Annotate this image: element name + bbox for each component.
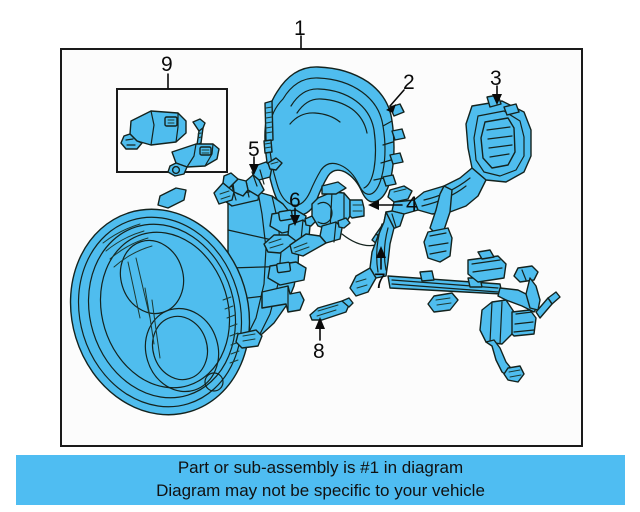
callout-label-8: 8	[313, 340, 325, 363]
part-main-headlamp-lens-assembly	[69, 181, 307, 416]
part-5-halogen-bulb	[213, 157, 283, 205]
part-3-wiring-harness	[349, 94, 561, 383]
part-8-mounting-screw	[309, 297, 354, 321]
callout-label-9: 9	[161, 53, 173, 76]
caption-line-2: Diagram may not be specific to your vehi…	[156, 481, 485, 500]
leader-2	[389, 89, 405, 107]
callout-label-5: 5	[248, 138, 260, 161]
callout-label-6: 6	[289, 189, 301, 212]
callout-label-4: 4	[406, 193, 418, 216]
caption-line-1: Part or sub-assembly is #1 in diagram	[177, 458, 464, 478]
caption-banner: Part or sub-assembly is #1 in diagram Di…	[16, 455, 625, 505]
part-1-headlamp-housing	[263, 66, 406, 216]
part-9-bracket-repair-kit	[120, 110, 220, 177]
callout-leaders	[167, 35, 502, 341]
callout-label-7: 7	[374, 270, 386, 293]
callout-label-2: 2	[403, 71, 415, 94]
callout-label-3: 3	[490, 67, 502, 90]
callout-label-1: 1	[294, 17, 306, 40]
